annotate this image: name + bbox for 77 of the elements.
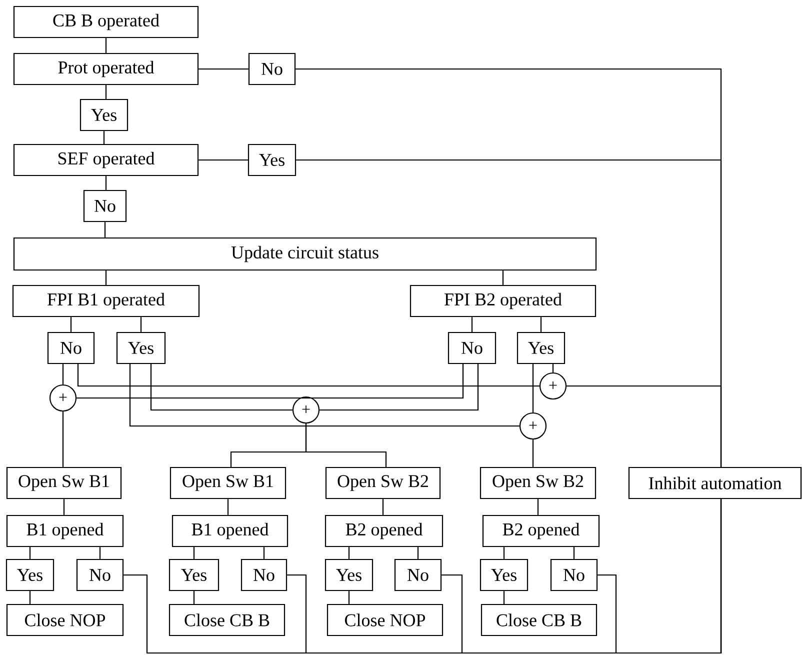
answer-box: No: [448, 332, 496, 364]
answer-box: Yes: [480, 558, 528, 592]
answer-box: Yes: [516, 332, 566, 364]
connector-line: [348, 591, 350, 604]
process-box: Open Sw B2: [480, 466, 596, 500]
answer-box: No: [240, 558, 288, 592]
process-box: Inhibit automation: [628, 466, 802, 500]
connector-line: [62, 412, 64, 467]
connector-line: [540, 317, 542, 332]
answer-box: No: [76, 558, 124, 592]
connector-line: [193, 591, 195, 604]
process-box: SEF operated: [13, 144, 199, 176]
answer-box: Yes: [248, 144, 296, 176]
process-box: B2 opened: [482, 514, 600, 548]
connector-line: [532, 364, 534, 412]
connector-line: [105, 85, 107, 99]
answer-box: No: [550, 558, 598, 592]
connector-line: [503, 547, 505, 559]
connector-line: [129, 364, 520, 427]
connector-line: [63, 499, 65, 515]
answer-box: No: [83, 190, 127, 222]
connector-line: [105, 176, 107, 190]
connector-line: [193, 547, 195, 559]
connector-line: [76, 364, 464, 399]
connector-line: [105, 38, 107, 53]
answer-box: Yes: [324, 558, 374, 592]
connector-line: [573, 547, 575, 559]
connector-line: [198, 159, 248, 161]
connector-line: [105, 270, 107, 285]
process-box: B2 opened: [324, 514, 444, 548]
connector-line: [532, 440, 534, 467]
connector-line: [70, 317, 72, 332]
connector-line: [471, 317, 473, 332]
process-box: Open Sw B2: [325, 466, 441, 500]
connector-line: [320, 364, 479, 411]
connector-line: [263, 547, 265, 559]
connector-line: [382, 499, 384, 515]
connector-line: [103, 131, 105, 144]
connector-line: [99, 547, 101, 559]
connector-line: [150, 364, 292, 411]
process-box: Close CB B: [480, 604, 598, 636]
answer-box: No: [47, 332, 95, 364]
process-box: Close NOP: [6, 604, 124, 636]
connector-line: [29, 591, 31, 604]
connector-line: [537, 499, 539, 515]
answer-box: Yes: [168, 558, 220, 592]
process-box: Update circuit status: [13, 237, 597, 271]
connector-line: [566, 385, 722, 467]
process-box: Open Sw B1: [170, 466, 286, 500]
connector-line: [417, 547, 419, 559]
process-box: CB B operated: [13, 6, 199, 38]
process-box: B1 opened: [6, 514, 124, 548]
process-box: Close CB B: [168, 604, 286, 636]
process-box: Prot operated: [13, 52, 199, 86]
connector-line: [598, 499, 722, 654]
connector-line: [104, 222, 106, 238]
connector-line: [227, 499, 229, 515]
process-box: FPI B1 operated: [12, 284, 200, 318]
connector-line: [348, 547, 350, 559]
connector-line: [503, 591, 505, 604]
process-box: FPI B2 operated: [410, 284, 596, 318]
process-box: Open Sw B1: [6, 466, 122, 500]
connector-line: [305, 424, 387, 467]
process-box: Close NOP: [326, 604, 444, 636]
answer-box: Yes: [6, 558, 54, 592]
answer-box: Yes: [80, 98, 128, 132]
connector-line: [140, 317, 142, 332]
process-box: B1 opened: [172, 514, 288, 548]
connector-line: [29, 547, 31, 559]
connector-line: [552, 364, 554, 372]
connector-line: [62, 364, 64, 384]
connector-line: [502, 270, 504, 285]
connector-line: [198, 68, 248, 70]
answer-box: No: [394, 558, 442, 592]
answer-box: Yes: [116, 332, 166, 364]
answer-box: No: [248, 52, 296, 86]
connector-line: [77, 364, 540, 387]
